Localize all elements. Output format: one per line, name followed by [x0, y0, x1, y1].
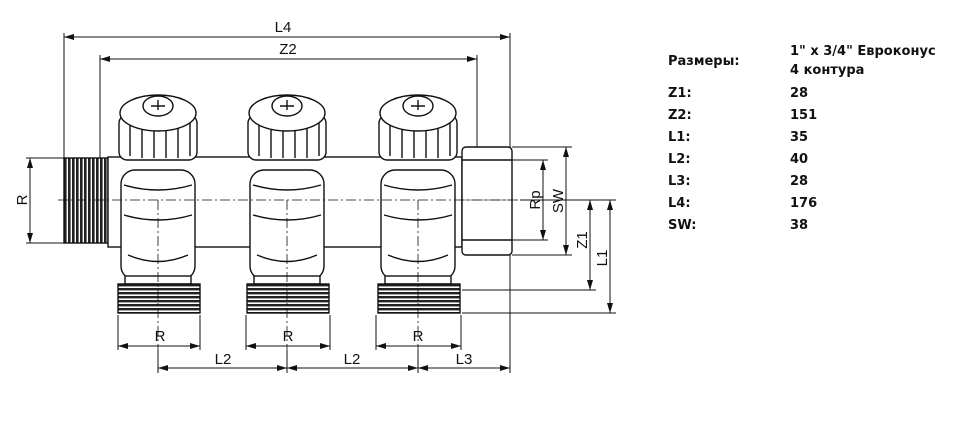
hex-nut: [461, 146, 513, 256]
label-r-inlet: R: [14, 194, 31, 205]
row-value: 35: [790, 129, 809, 145]
table-row: L3: 28: [668, 170, 936, 192]
row-label: Z1:: [668, 85, 692, 101]
row-label: L4:: [668, 195, 691, 211]
valve-outlets: [117, 94, 461, 314]
table-row: L4: 176: [668, 192, 936, 214]
label-r-outlet-3: R: [413, 328, 424, 345]
label-l4: L4: [275, 19, 292, 36]
plus-icon: [411, 100, 425, 110]
table-header-row: Размеры: 1" x 3/4" Евроконус 4 контура: [668, 40, 936, 82]
header-value-line2: 4 контура: [790, 63, 865, 78]
row-value: 151: [790, 107, 818, 123]
plus-icon: [280, 100, 294, 110]
centerlines: [58, 199, 520, 350]
row-label: L2:: [668, 151, 691, 167]
dimensions-table: Размеры: 1" x 3/4" Евроконус 4 контура Z…: [668, 40, 936, 236]
valve-1: [117, 94, 201, 314]
label-z1: Z1: [574, 231, 591, 249]
outlet-thread: [117, 283, 201, 314]
row-value: 28: [790, 173, 809, 189]
header-label: Размеры:: [668, 53, 740, 69]
table-row: L2: 40: [668, 148, 936, 170]
row-label: L1:: [668, 129, 691, 145]
label-r-outlet-1: R: [155, 328, 166, 345]
outlet-thread: [246, 283, 330, 314]
label-rp: Rp: [527, 190, 544, 209]
row-value: 40: [790, 151, 809, 167]
row-value: 38: [790, 217, 809, 233]
table-row: Z1: 28: [668, 82, 936, 104]
plus-icon: [151, 100, 165, 110]
header-value-line1: 1" x 3/4" Евроконус: [790, 44, 936, 59]
inlet-thread: [63, 157, 109, 244]
dimension-arrows: [27, 34, 613, 371]
label-l3: L3: [456, 351, 473, 368]
row-label: SW:: [668, 217, 697, 233]
label-z2: Z2: [279, 41, 297, 58]
row-label: Z2:: [668, 107, 692, 123]
row-label: L3:: [668, 173, 691, 189]
table-row: L1: 35: [668, 126, 936, 148]
valve-3: [377, 94, 461, 314]
table-row: SW: 38: [668, 214, 936, 236]
table-row: Z2: 151: [668, 104, 936, 126]
label-sw: SW: [550, 188, 567, 213]
valve-2: [246, 94, 330, 314]
row-value: 176: [790, 195, 818, 211]
label-l2-2: L2: [344, 351, 361, 368]
label-l2-1: L2: [215, 351, 232, 368]
outlet-thread: [377, 283, 461, 314]
dimension-labels: L4 Z2 R Rp SW Z1 L1 R R R L2 L2 L3: [14, 19, 611, 368]
label-l1: L1: [594, 250, 611, 267]
extension-lines: [26, 33, 616, 373]
label-r-outlet-2: R: [283, 328, 294, 345]
header-value: 1" x 3/4" Евроконус 4 контура: [790, 42, 936, 80]
row-value: 28: [790, 85, 809, 101]
